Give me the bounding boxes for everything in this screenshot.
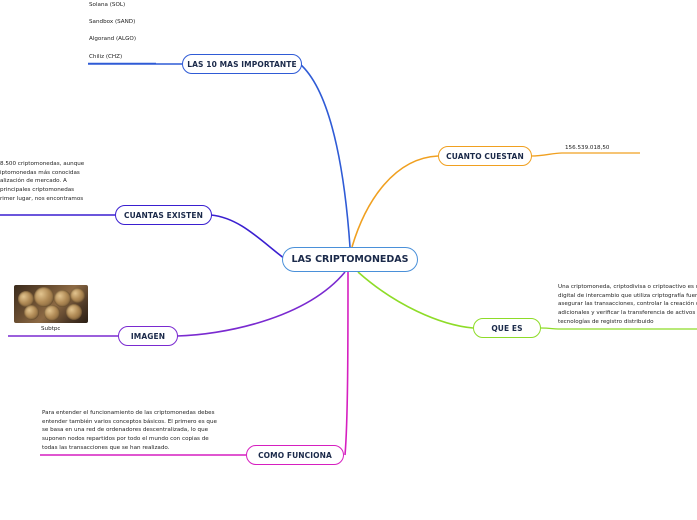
quees-text-3: asegurar las transacciones, controlar la… [558,301,697,308]
link-cuanto-sub [530,152,563,157]
quees-text-5: tecnologías de registro distribuido [558,318,654,325]
top10-item-3: Algorand (ALGO) [89,36,137,42]
como-text-3: se basa en una red de ordenadores descen… [42,427,209,434]
como-text-5: todas las transacciones que se han reali… [42,444,170,451]
branch-cuanto-cuestan[interactable]: CUANTO CUESTAN [438,146,532,166]
link-quees [357,271,474,329]
coin-6 [44,305,60,321]
top10-item-4: Chiliz (CHZ) [89,54,123,60]
coin-7 [66,304,82,320]
como-text-1: Para entender el funcionamiento de las c… [42,410,215,416]
link-como [344,271,349,456]
cuantas-text-5: rimer lugar, nos encontramos [0,195,84,202]
coin-5 [24,305,39,320]
link-top10 [299,63,351,248]
branch-top10[interactable]: LAS 10 MAS IMPORTANTE [182,54,302,74]
link-imagen [176,271,346,337]
link-quees-sub [540,327,559,330]
branch-imagen[interactable]: IMAGEN [118,326,178,346]
quees-text-4: adicionales y verificar la transferencia… [558,310,697,317]
cuantas-text-2: iptomonedas más conocidas [0,169,80,176]
branch-cuantas-existen[interactable]: CUANTAS EXISTEN [115,205,212,225]
branch-que-es[interactable]: QUE ES [473,318,541,338]
cuanto-value: 156.539.018,50 [565,145,610,151]
central-topic[interactable]: LAS CRIPTOMONEDAS [282,247,418,272]
cuantas-text-3: alización de mercado. A [0,178,67,185]
top10-item-2: Sandbox (SAND) [89,19,136,25]
link-cuantas [210,214,286,260]
como-text-2: entender también varios conceptos básico… [42,418,217,425]
quees-text-1: Una criptomoneda, criptodivisa o criptoa… [558,284,697,290]
top10-item-1: Solana (SOL) [89,2,126,8]
cuantas-text-1: 8.500 criptomonedas, aunque [0,161,85,167]
coin-2 [34,287,54,307]
cuantas-text-4: principales criptomonedas [0,187,75,194]
bitcoin-coins-photo [14,285,88,323]
link-cuanto [351,155,439,248]
coin-1 [18,291,34,307]
branch-como-funciona[interactable]: COMO FUNCIONA [246,445,344,465]
como-text-4: suponen nodos repartidos por todo el mun… [42,436,209,443]
coin-4 [70,288,85,303]
imagen-caption: Subtpc [41,326,61,332]
quees-text-2: digital de intercambio que utiliza cript… [558,292,697,299]
coin-3 [54,290,71,307]
